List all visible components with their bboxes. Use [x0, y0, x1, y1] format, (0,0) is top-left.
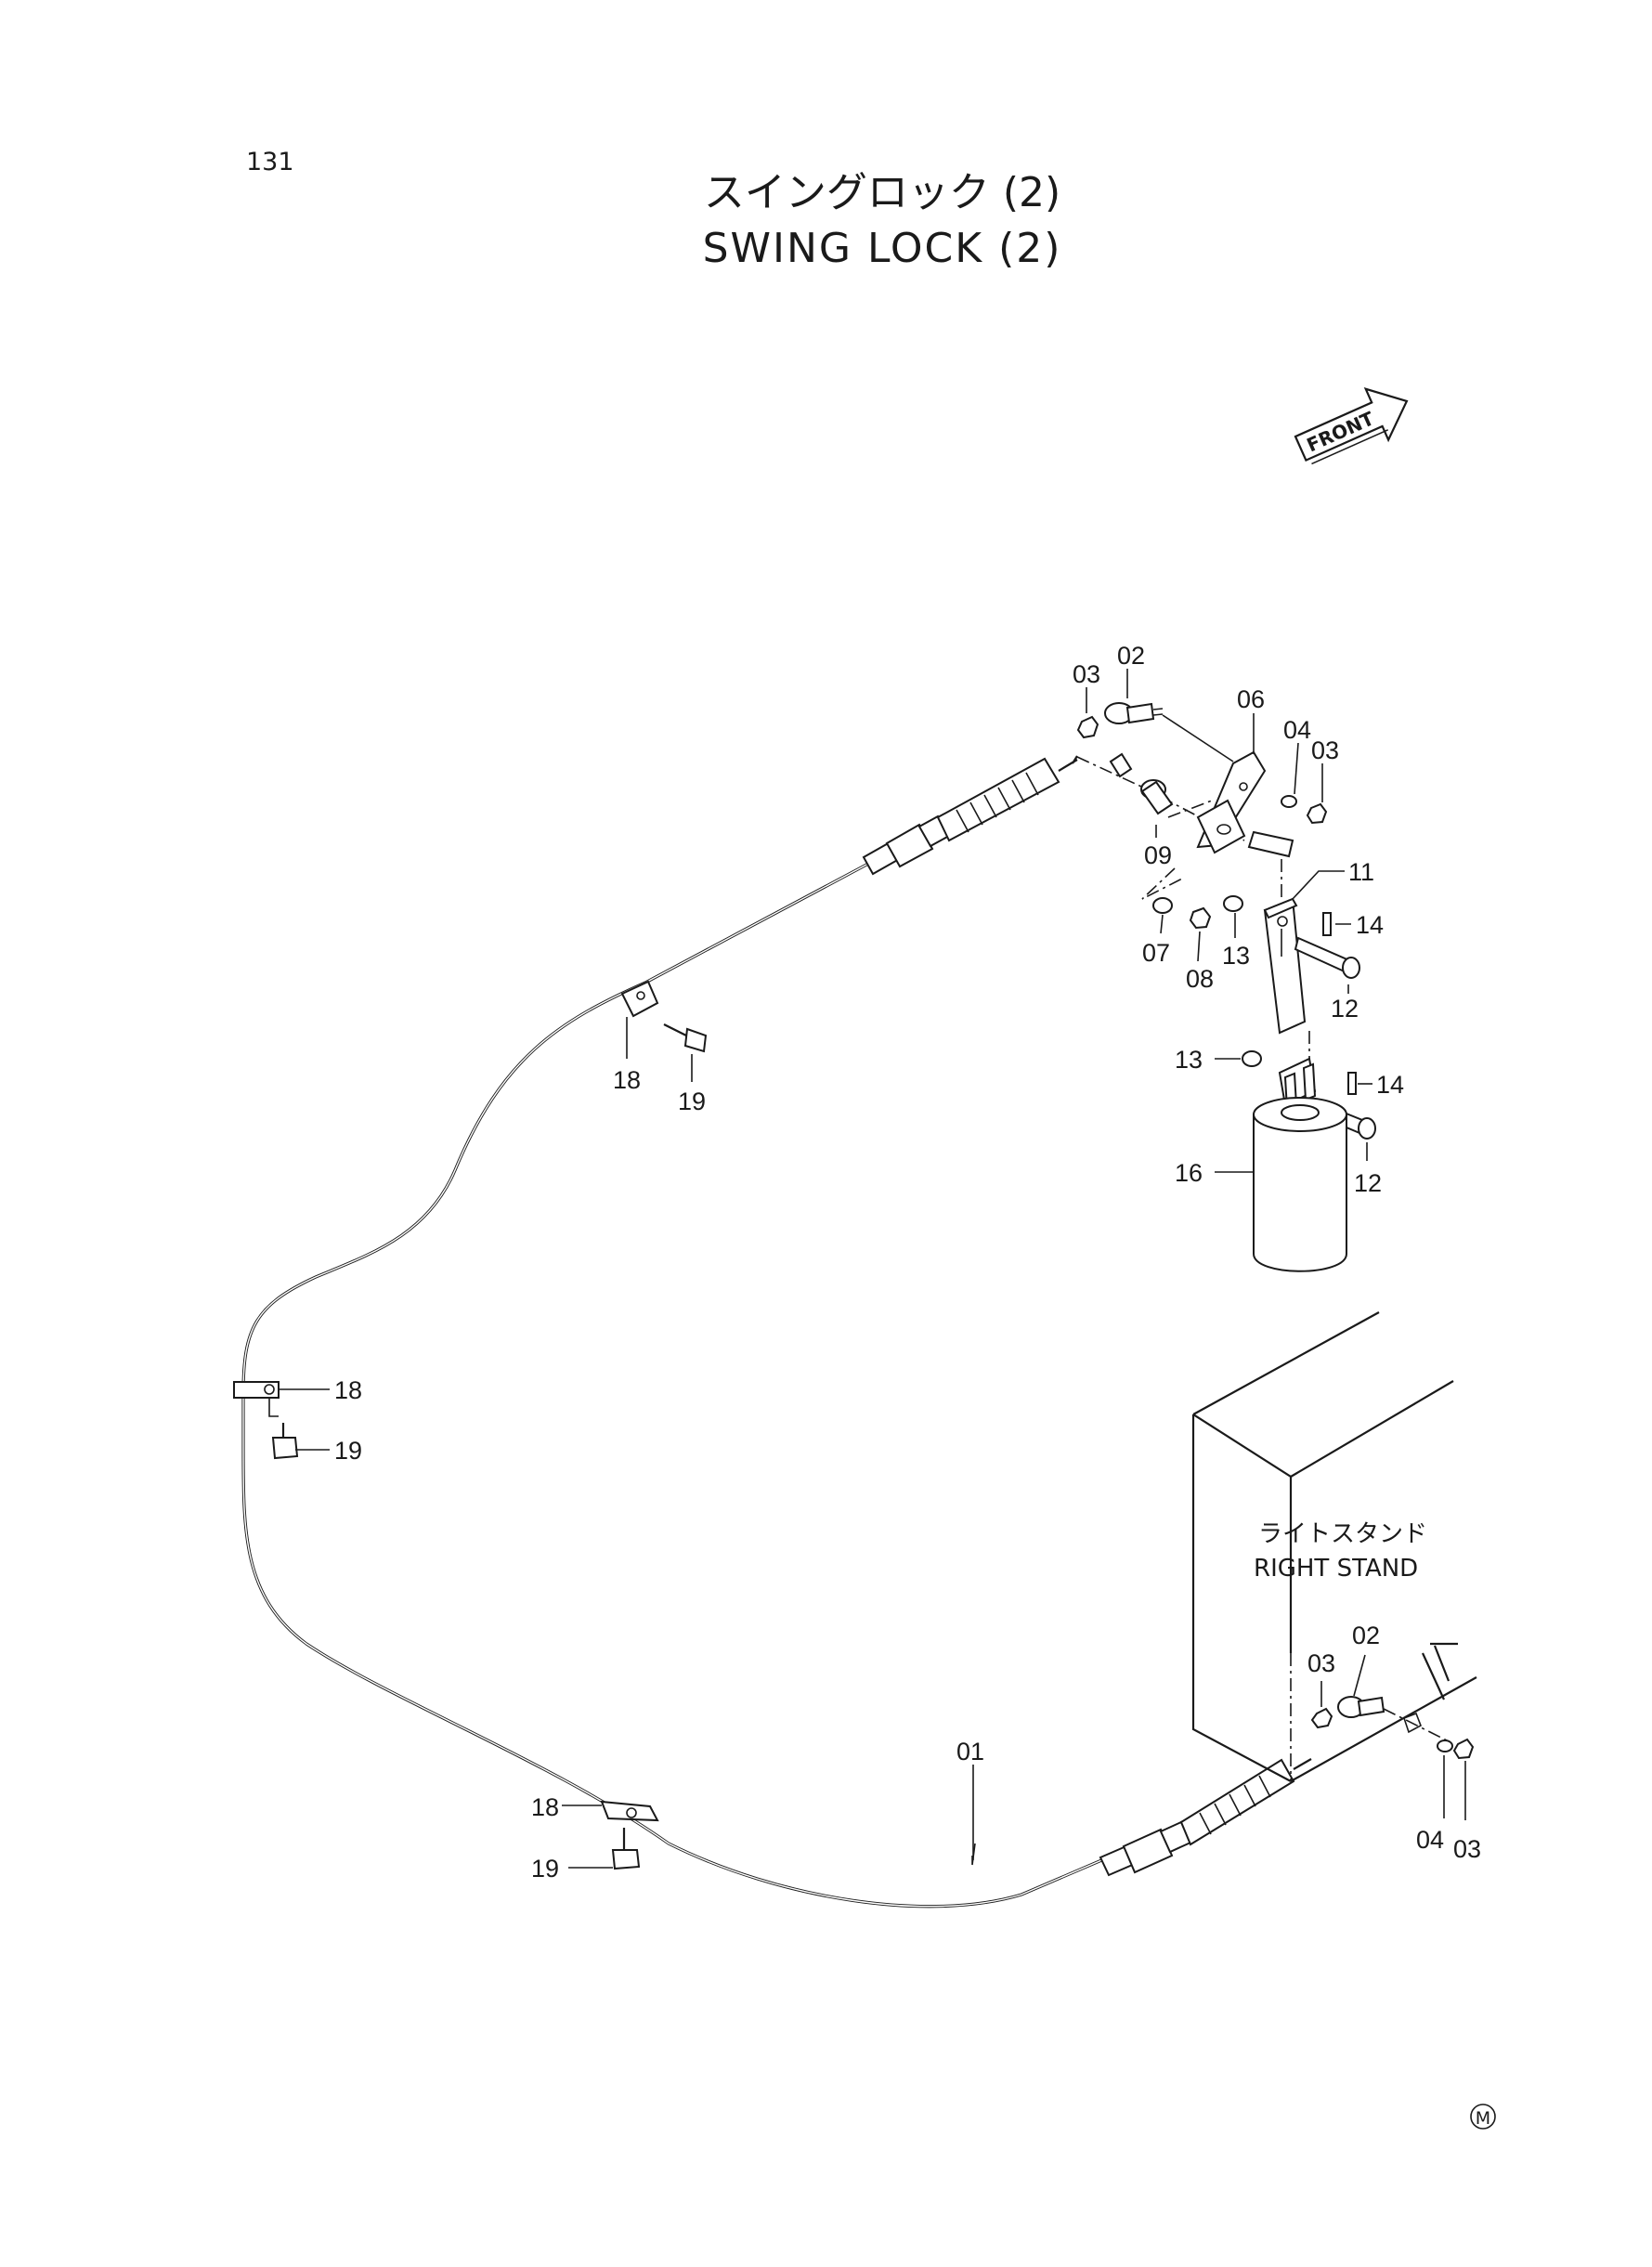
lower-cable-end [1099, 1758, 1312, 1877]
stand-label-japanese: ライトスタンド [1258, 1520, 1427, 1548]
callout-12-lower: 12 [1354, 1169, 1382, 1197]
title-english: SWING LOCK (2) [703, 225, 1062, 272]
footer-mark: M [1470, 2104, 1496, 2130]
bolt-middle [271, 1423, 299, 1460]
callout-12-upper: 12 [1331, 995, 1359, 1023]
callout-08: 08 [1186, 965, 1214, 993]
callout-02-stand: 02 [1352, 1622, 1380, 1649]
callout-labels: 01 02 03 06 04 03 09 11 07 08 13 14 12 1… [334, 642, 1481, 1883]
callout-11: 11 [1348, 858, 1374, 886]
callout-18-upper: 18 [613, 1066, 641, 1094]
callout-06: 06 [1237, 685, 1265, 713]
callout-19-upper: 19 [678, 1088, 706, 1115]
callout-07: 07 [1142, 939, 1170, 967]
stand-label-english: RIGHT STAND [1254, 1555, 1418, 1583]
linkage-assembly [1076, 702, 1376, 1272]
front-arrow-icon: FRONT [1294, 387, 1409, 465]
callout-14-upper: 14 [1356, 911, 1384, 939]
callout-18-lower: 18 [531, 1793, 559, 1821]
leader-lines [279, 669, 1466, 1869]
front-arrow-label: FRONT [1304, 407, 1378, 456]
callout-19-lower: 19 [531, 1855, 559, 1883]
right-stand-structure [1191, 1311, 1477, 1782]
bolt-lower [611, 1828, 641, 1870]
bolt-upper [663, 1023, 708, 1053]
clamp-lower [600, 1800, 659, 1822]
callout-02-upper: 02 [1117, 642, 1145, 670]
callout-01: 01 [956, 1738, 984, 1765]
title-japanese: スイングロック (2) [704, 169, 1060, 216]
callout-16: 16 [1175, 1159, 1203, 1187]
control-cable [241, 862, 1120, 1909]
page-number: 131 [246, 148, 294, 176]
clamp-upper [620, 980, 659, 1018]
callout-19-middle: 19 [334, 1437, 362, 1465]
lower-linkage-hardware [1310, 1696, 1475, 1760]
footer-mark-letter: M [1476, 2108, 1490, 2129]
callout-04-stand: 04 [1416, 1826, 1444, 1854]
callout-03-upper-right: 03 [1311, 736, 1339, 764]
callout-03-upper-left: 03 [1073, 660, 1100, 688]
clamp-middle [233, 1381, 280, 1417]
callout-14-lower: 14 [1376, 1071, 1404, 1099]
callout-09: 09 [1144, 841, 1172, 869]
upper-cable-end [862, 755, 1078, 876]
callout-03-stand-right: 03 [1453, 1835, 1481, 1863]
callout-04-upper: 04 [1283, 716, 1311, 744]
callout-18-middle: 18 [334, 1376, 362, 1404]
callout-13-upper: 13 [1222, 942, 1250, 970]
callout-03-stand-left: 03 [1307, 1649, 1335, 1677]
callout-13-lower: 13 [1175, 1046, 1203, 1074]
